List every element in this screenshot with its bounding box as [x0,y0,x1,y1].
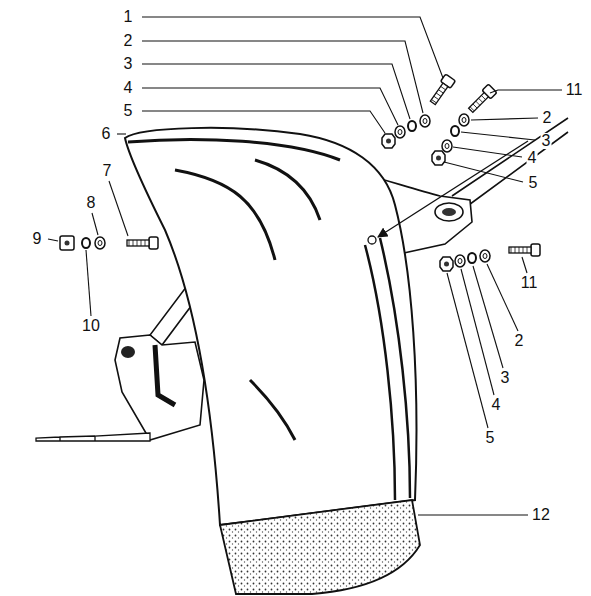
fork-bracket-shade [155,345,175,405]
callout-number: 3 [541,133,552,149]
drawing-stroke [142,111,385,133]
brace-rod [452,118,568,210]
drawing-stroke [418,514,528,515]
callout-number: 9 [32,231,43,247]
callout-number: 1 [123,9,134,25]
drawing-stroke [86,250,91,316]
callout-number: 3 [500,370,511,386]
bolt [466,84,496,114]
drawing-stroke [444,162,523,182]
bracket-hole [121,346,135,358]
drawing-stroke [117,133,126,134]
drawing-stroke [447,273,488,428]
drawing-stroke [142,17,443,78]
lock-washer [468,253,476,263]
callout-number: 4 [527,150,538,166]
drawing-stroke [453,147,522,157]
washer [95,237,105,249]
callout-number: 11 [565,82,584,98]
mount-hole [368,236,376,244]
callout-number: 5 [528,175,539,191]
drawing-stroke [490,90,562,93]
fender-shading [175,160,320,440]
washer [455,255,465,267]
drawing-stroke [461,132,535,140]
fender-crest [128,139,340,160]
front-fender [125,128,416,525]
callout-number: 4 [123,80,134,96]
callout-number: 7 [102,163,113,179]
bolt [428,74,456,106]
drawing-stroke [142,41,423,113]
callout-number: 3 [123,56,134,72]
callout-number: 2 [542,110,553,126]
drawing-stroke [487,264,518,331]
nut [382,134,395,148]
bolt [509,244,540,256]
square-nut-hole [65,241,70,246]
nut [440,257,453,271]
washer [395,126,405,138]
wheel-axle [36,433,150,441]
bolt [127,237,158,249]
lock-washer [451,126,459,136]
brace-tube [435,203,463,221]
lock-washer [408,121,416,131]
washer [459,114,469,126]
square-nut [60,236,74,250]
leader-lines [48,17,562,515]
callout-number: 6 [101,126,112,142]
callout-number: 2 [123,33,134,49]
callout-number: 11 [520,275,539,291]
drawing-stroke [142,88,398,125]
washer [480,250,490,262]
fender-rim [365,238,410,500]
callout-number: 8 [86,195,97,211]
drawing-stroke [471,118,538,120]
fork-bracket [115,335,204,440]
callout-number: 10 [81,318,101,334]
washer [442,140,452,152]
drawing-stroke [461,269,494,395]
nut [432,151,445,165]
drawing-stroke [48,239,58,241]
washer [420,115,430,127]
mud-flap [220,500,420,594]
drawing-stroke [92,213,98,235]
brace-tube-bore [442,208,456,216]
callout-number: 2 [514,333,525,349]
drawing-stroke [522,257,527,273]
drawing-stroke [109,181,128,236]
callout-number: 4 [491,397,502,413]
lock-washer [82,238,90,248]
callout-number: 12 [531,507,551,523]
callout-number: 5 [485,430,496,446]
pointer-arrow [378,141,528,237]
callout-number: 5 [123,103,134,119]
drawing-stroke [473,266,503,368]
